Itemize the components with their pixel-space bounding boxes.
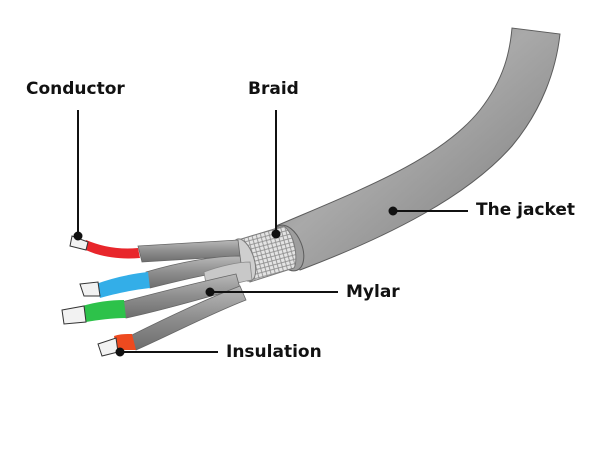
conductor-label: Conductor <box>26 79 125 99</box>
wire-4-strands <box>97 337 119 357</box>
wire-2-strands <box>79 281 101 297</box>
leader-insulation-dot <box>115 347 125 357</box>
insulation-label: Insulation <box>226 342 322 362</box>
wire-3-conductor <box>82 300 126 322</box>
wire-4-insulation <box>129 285 247 351</box>
jacket-label: The jacket <box>476 200 576 220</box>
mylar-label: Mylar <box>346 282 400 302</box>
leader-mylar-dot <box>205 287 215 297</box>
braid-label: Braid <box>248 79 299 99</box>
wire-1-strands <box>69 235 89 251</box>
wire-2-conductor <box>96 272 150 298</box>
leader-conductor-dot <box>73 231 83 241</box>
wire-4-conductor <box>114 334 136 350</box>
wire-3-strands <box>61 305 87 325</box>
wire-1-conductor <box>82 240 140 259</box>
leader-jacket-dot <box>388 206 398 216</box>
leader-braid-dot <box>271 229 281 239</box>
outer-jacket <box>275 27 561 271</box>
